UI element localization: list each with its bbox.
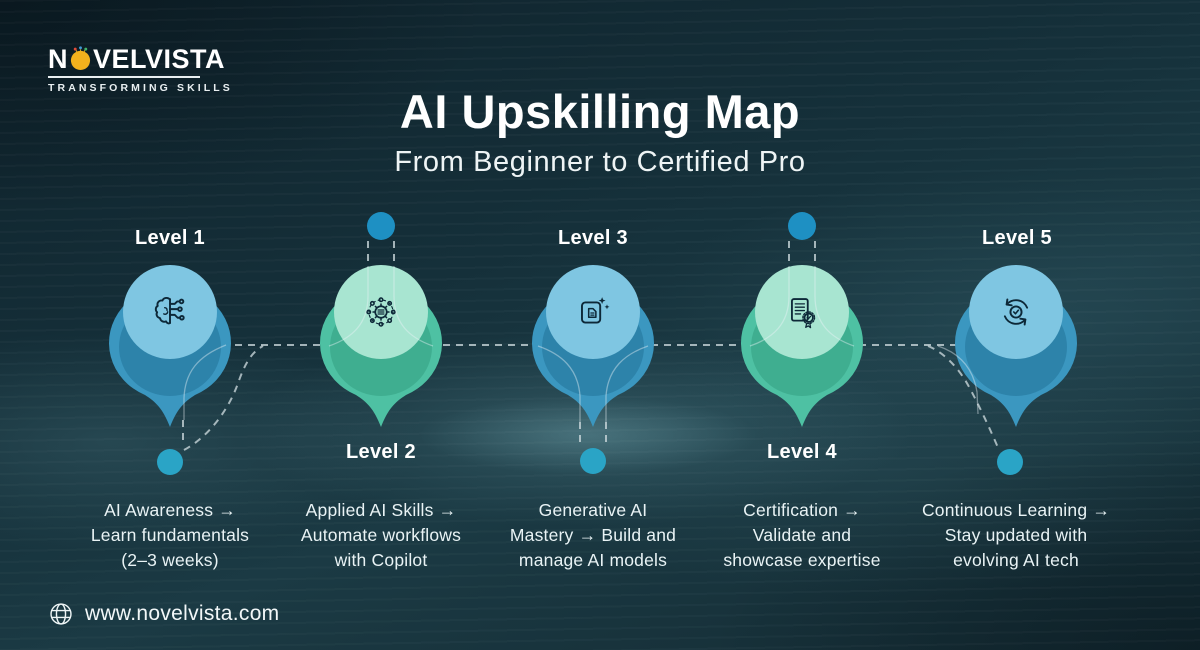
level-2-marker bbox=[301, 255, 461, 440]
description-line: Generative AI bbox=[538, 500, 648, 520]
level-4-description: Certification → Validate and showcase ex… bbox=[677, 498, 927, 573]
description-line: manage AI models bbox=[518, 550, 668, 570]
pin-shape-blue bbox=[532, 265, 654, 427]
description-line: Mastery → Build and bbox=[509, 525, 677, 545]
level-3-description: Generative AI Mastery → Build and manage… bbox=[468, 498, 718, 573]
level-1-description: AI Awareness → Learn fundamentals (2–3 w… bbox=[45, 498, 295, 573]
page-title: AI Upskilling Map bbox=[399, 85, 801, 138]
description-line: Automate workflows bbox=[300, 525, 462, 545]
level-1-label: Level 1 bbox=[135, 227, 205, 249]
description-line: Stay updated with bbox=[944, 525, 1088, 545]
logo-text-suffix: VELVISTA bbox=[93, 44, 226, 74]
level-3-route-dot bbox=[580, 448, 606, 474]
level-1-route-dot bbox=[157, 449, 183, 475]
description-line: Continuous Learning → bbox=[921, 500, 1111, 520]
level-5-marker bbox=[936, 255, 1096, 440]
level-4-route-dot bbox=[788, 212, 816, 240]
description-line: (2–3 weeks) bbox=[121, 550, 219, 570]
pin-shape-blue bbox=[955, 265, 1077, 427]
level-4-marker bbox=[722, 255, 882, 440]
description-line: AI Awareness → bbox=[104, 500, 236, 520]
level-5-label: Level 5 bbox=[982, 227, 1052, 249]
level-2-label: Level 2 bbox=[346, 441, 416, 463]
level-2-description: Applied AI Skills → Automate workflows w… bbox=[256, 498, 506, 573]
automation-gear-icon bbox=[366, 297, 396, 327]
description-line: with Copilot bbox=[334, 550, 428, 570]
description-line: evolving AI tech bbox=[953, 550, 1079, 570]
logo-divider bbox=[48, 76, 200, 78]
pin-shape-green bbox=[320, 265, 442, 427]
level-3-label: Level 3 bbox=[558, 227, 628, 249]
description-line: Learn fundamentals bbox=[90, 525, 250, 545]
website-url[interactable]: www.novelvista.com bbox=[85, 602, 280, 625]
continuous-learning-icon bbox=[1003, 298, 1029, 326]
level-5-description: Continuous Learning → Stay updated with … bbox=[891, 498, 1141, 573]
level-5-route-dot bbox=[997, 449, 1023, 475]
level-4-label: Level 4 bbox=[767, 441, 837, 463]
brand-logo: N VELVISTA TRANSFORMING SKILLS bbox=[48, 46, 233, 94]
generative-ai-document-icon bbox=[581, 297, 610, 324]
level-1-marker bbox=[90, 255, 250, 440]
description-line: Certification → bbox=[743, 500, 861, 520]
description-line: Applied AI Skills → bbox=[305, 500, 457, 520]
page-subtitle: From Beginner to Certified Pro bbox=[394, 146, 806, 178]
description-line: Validate and bbox=[752, 525, 852, 545]
certificate-icon bbox=[791, 298, 816, 329]
level-3-marker bbox=[513, 255, 673, 440]
pin-shape-green bbox=[741, 265, 863, 427]
logo-text-prefix: N bbox=[48, 44, 68, 74]
logo-tagline: TRANSFORMING SKILLS bbox=[48, 82, 233, 94]
footer: www.novelvista.com bbox=[48, 601, 279, 627]
globe-icon bbox=[50, 603, 72, 625]
description-line: showcase expertise bbox=[723, 550, 881, 570]
lightbulb-icon bbox=[70, 46, 91, 70]
level-2-route-dot bbox=[367, 212, 395, 240]
brain-circuit-icon bbox=[154, 296, 185, 325]
pin-shape-blue bbox=[109, 265, 231, 427]
